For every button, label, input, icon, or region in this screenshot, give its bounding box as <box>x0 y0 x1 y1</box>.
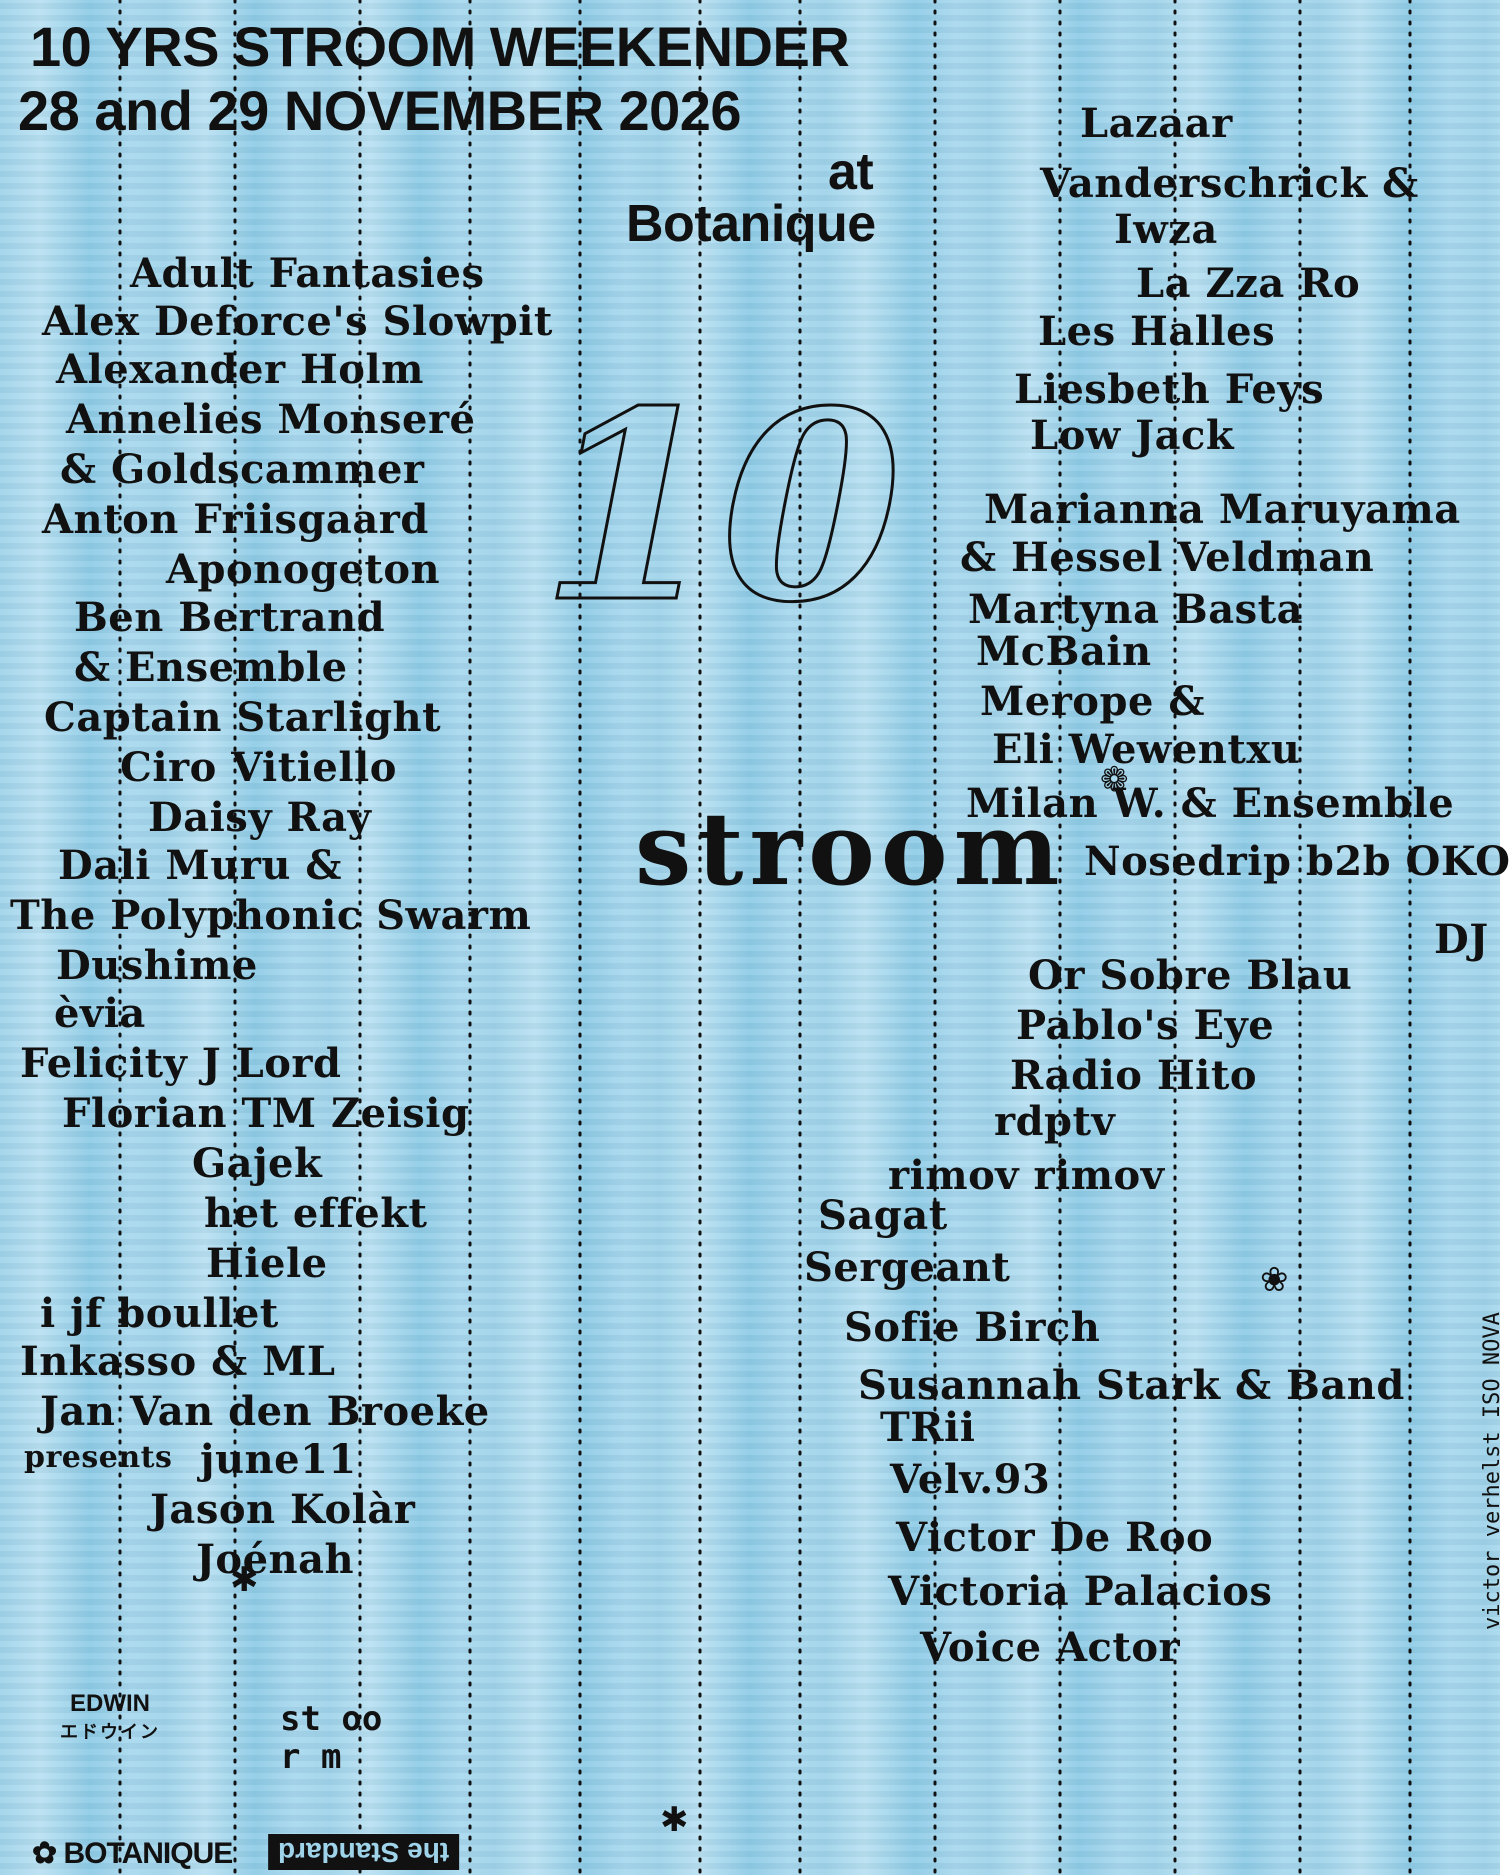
big-ten-logo: 10 <box>539 354 904 662</box>
artist-name: Inkasso & ML <box>20 1338 336 1385</box>
artist-name: Martyna Basta <box>968 586 1304 633</box>
stroom-center-logo: stroom <box>635 790 1066 908</box>
headline-dates: 28 and 29 NOVEMBER 2026 <box>18 79 742 142</box>
artist-name: Liesbeth Feys <box>1014 366 1325 413</box>
artist-name: McBain <box>976 628 1152 675</box>
artist-name: Jan Van den Broeke <box>40 1388 490 1435</box>
artist-name: Ben Bertrand <box>74 594 386 641</box>
artist-name: Vanderschrick & <box>1040 160 1419 207</box>
artist-name: Gajek <box>192 1140 323 1187</box>
artist-name: Low Jack <box>1030 412 1235 459</box>
artist-name: Eli Wewentxu <box>992 726 1301 773</box>
artist-name: La Zza Ro <box>1136 260 1361 307</box>
ornament-star-icon: ✱ <box>660 1800 689 1840</box>
artist-name: DJ <box>1434 916 1489 963</box>
artist-name: Pablo's Eye <box>1016 1002 1275 1049</box>
artist-name: Dushime <box>56 942 258 989</box>
artist-name: & Ensemble <box>74 644 348 691</box>
artist-name: Felicity J Lord <box>20 1040 342 1087</box>
headline-stroom: STROOM <box>232 15 476 78</box>
artist-name: Nosedrip b2b OKO <box>1084 838 1510 885</box>
artist-credit: victor verhelst ISO NOVA <box>1480 1312 1505 1630</box>
headline-venue: Botanique <box>626 195 876 253</box>
artist-name: Ciro Vitiello <box>120 744 397 791</box>
artist-name: Joénah <box>196 1536 355 1583</box>
stroom-small-logo: st oo r m <box>280 1700 382 1776</box>
artist-name: Captain Starlight <box>44 694 442 741</box>
edwin-logo-japanese: エドウイン <box>60 1722 160 1742</box>
artist-name: Hiele <box>206 1240 328 1287</box>
artist-name: Florian TM Zeisig <box>62 1090 470 1137</box>
stroom-small-logo-bottom: r m <box>280 1737 342 1777</box>
artist-name: TRii <box>880 1404 976 1451</box>
artist-name: Sergeant <box>804 1244 1011 1291</box>
edwin-logo-text: EDWIN <box>70 1690 150 1717</box>
artist-name: Dali Muru & <box>58 842 342 889</box>
artist-name: rdptv <box>994 1098 1116 1145</box>
headline-weekender: WEEKENDER <box>489 15 850 78</box>
artist-name: Susannah Stark & Band <box>858 1362 1405 1409</box>
artist-name: Les Halles <box>1038 308 1276 355</box>
artist-name: Radio Hito <box>1010 1052 1257 1099</box>
artist-name: Merope & <box>980 678 1205 725</box>
artist-name: Marianna Maruyama <box>984 486 1461 533</box>
stroom-small-logo-top: st oo <box>280 1699 383 1739</box>
artist-name: The Polyphonic Swarm <box>10 892 532 939</box>
artist-name: Anton Friisgaard <box>42 496 429 543</box>
botanique-logo: ✿ BOTANIQUE <box>32 1837 233 1870</box>
headline-at: at <box>828 143 874 201</box>
botanique-logo-text: BOTANIQUE <box>63 1837 233 1870</box>
artist-name: & Hessel Veldman <box>960 534 1375 581</box>
artist-name: Victor De Roo <box>896 1514 1214 1561</box>
headline-years: 10 YRS <box>30 15 219 78</box>
artist-name: Victoria Palacios <box>888 1568 1273 1615</box>
artist-name: june11 <box>200 1436 357 1483</box>
artist-name: Sofie Birch <box>844 1304 1101 1351</box>
artist-name: Daisy Ray <box>148 794 372 841</box>
artist-name: Voice Actor <box>920 1624 1181 1671</box>
artist-name: Alex Deforce's Slowpit <box>42 298 553 345</box>
artist-name: i jf boullet <box>40 1290 279 1337</box>
artist-name: Sagat <box>818 1192 948 1239</box>
artist-name: het effekt <box>204 1190 428 1237</box>
edwin-logo: EDWIN エドウイン <box>60 1690 160 1744</box>
artist-name: Or Sobre Blau <box>1028 952 1353 999</box>
artist-name: Jason Kolàr <box>150 1486 416 1533</box>
artist-name: Adult Fantasies <box>130 250 485 297</box>
artist-name: Lazaar <box>1080 100 1233 147</box>
ornament-flower-icon: ❁ <box>1100 760 1129 800</box>
artist-name: rimov rimov <box>888 1152 1165 1199</box>
artist-name: Milan W. & Ensemble <box>966 780 1455 827</box>
artist-name: Aponogeton <box>166 546 441 593</box>
ornament-flower-icon: ❀ <box>1260 1260 1289 1300</box>
artist-name: Alexander Holm <box>56 346 424 393</box>
artist-name: Velv.93 <box>890 1456 1051 1503</box>
artist-name: & Goldscammer <box>60 446 425 493</box>
artist-name: Annelies Monseré <box>66 396 476 443</box>
artist-name: presents <box>24 1440 173 1475</box>
the-standard-logo: the Standard <box>268 1834 460 1870</box>
artist-name: Iwza <box>1114 206 1218 253</box>
ornament-star-icon: ✱ <box>230 1560 259 1600</box>
artist-name: èvia <box>54 990 146 1037</box>
